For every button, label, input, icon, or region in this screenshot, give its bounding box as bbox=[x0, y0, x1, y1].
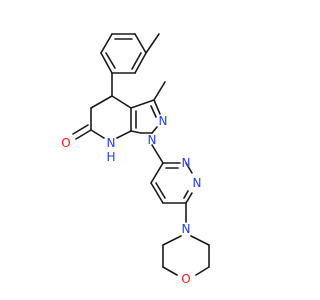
bond bbox=[75, 129, 92, 140]
nitrogen-atom-morpholine: N bbox=[182, 222, 191, 236]
bond bbox=[131, 52, 142, 70]
bond bbox=[150, 105, 157, 118]
bond bbox=[116, 130, 132, 139]
nitrogen-atom-n2: N bbox=[159, 114, 168, 128]
bond bbox=[90, 129, 105, 139]
bond bbox=[134, 33, 147, 54]
nitrogen-atom-pyridazine-b: N bbox=[193, 176, 202, 190]
bond bbox=[105, 52, 116, 69]
bond bbox=[183, 190, 189, 199]
bond bbox=[190, 235, 210, 246]
bond bbox=[195, 266, 210, 276]
bond bbox=[185, 162, 193, 174]
bond bbox=[150, 182, 164, 204]
bond bbox=[151, 126, 158, 134]
bond bbox=[153, 81, 166, 101]
bond bbox=[150, 162, 164, 184]
atom-labels: O N H N N N N N O bbox=[61, 114, 201, 286]
bond bbox=[100, 33, 113, 54]
bond bbox=[162, 266, 178, 276]
bond bbox=[134, 52, 147, 74]
bond bbox=[162, 235, 182, 246]
structure-canvas: O N H N N N N N O bbox=[61, 33, 210, 286]
hydrogen-label-nh: H bbox=[106, 150, 115, 164]
bond bbox=[185, 192, 193, 204]
oxygen-atom-ketone: O bbox=[61, 136, 70, 150]
bond bbox=[130, 130, 142, 134]
bond bbox=[111, 95, 132, 109]
nitrogen-atom-nh: N bbox=[107, 136, 116, 150]
bond bbox=[155, 182, 166, 199]
bonds bbox=[72, 33, 210, 276]
bond bbox=[151, 144, 164, 164]
bond bbox=[130, 99, 155, 109]
bond bbox=[90, 95, 113, 109]
bond bbox=[153, 99, 161, 115]
bond bbox=[72, 124, 89, 135]
bond bbox=[100, 52, 113, 74]
bond bbox=[145, 33, 160, 54]
oxygen-atom-morpholine: O bbox=[181, 272, 190, 286]
molecule-drawing: O N H N N N N N O bbox=[61, 33, 210, 286]
nitrogen-atom-pyridazine-a: N bbox=[182, 156, 191, 170]
nitrogen-atom-n1: N bbox=[148, 133, 157, 147]
